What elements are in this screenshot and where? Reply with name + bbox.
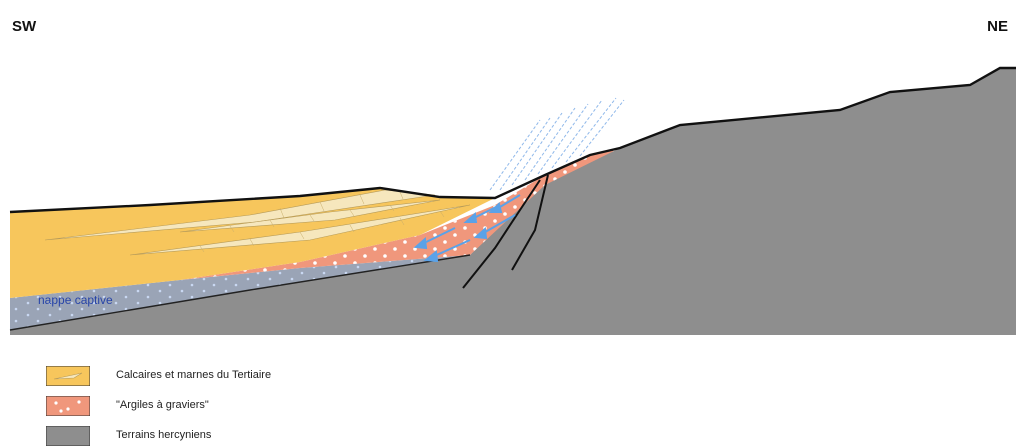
legend-swatch-gravel-clay [46,396,90,416]
legend-label-gravel-clay: "Argiles à graviers" [116,399,209,411]
legend-item-gravel-clay: "Argiles à graviers" [46,396,446,418]
legend-label-tertiary: Calcaires et marnes du Tertiaire [116,369,271,381]
legend-item-tertiary: Calcaires et marnes du Tertiaire [46,366,446,388]
legend-label-hercynian: Terrains hercyniens [116,429,211,441]
legend-swatch-hercynian [46,426,90,446]
captive-aquifer-label: nappe captive [38,293,113,307]
legend-swatch-tertiary [46,366,90,386]
legend-item-hercynian: Terrains hercyniens [46,426,446,448]
